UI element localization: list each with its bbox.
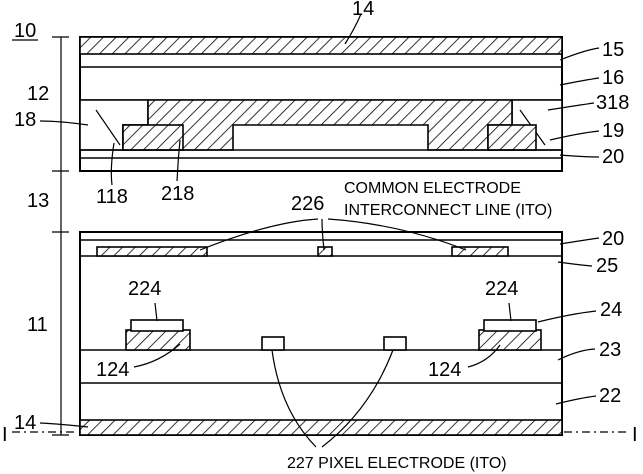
gate-124-left xyxy=(126,330,190,350)
ref-10-label: 10 xyxy=(14,20,36,42)
label-20-top: 20 xyxy=(602,146,624,168)
label-118: 118 xyxy=(96,186,128,208)
label-22: 22 xyxy=(599,385,621,407)
pixel-electrode-227-a xyxy=(262,337,284,350)
label-20-mid: 20 xyxy=(602,228,624,250)
gate-124-right xyxy=(479,330,541,350)
common-electrode-226-b xyxy=(318,247,332,256)
label-124-left: 124 xyxy=(96,359,129,381)
common-electrode-label-line2: INTERCONNECT LINE (ITO) xyxy=(344,202,552,219)
pixel-electrode-227-b xyxy=(384,337,406,350)
label-224-right: 224 xyxy=(485,278,518,300)
label-19: 19 xyxy=(602,120,624,142)
label-25: 25 xyxy=(596,255,618,277)
section-mark-left: I xyxy=(2,424,8,446)
label-15: 15 xyxy=(602,39,624,61)
label-16: 16 xyxy=(602,67,624,89)
layer-19-right-block xyxy=(488,125,536,150)
label-18: 18 xyxy=(14,109,36,131)
layer-218-left-block xyxy=(123,125,183,150)
top-substrate xyxy=(80,37,562,171)
label-318: 318 xyxy=(596,92,629,114)
label-226: 226 xyxy=(291,193,324,215)
pixel-electrode-label: 227 PIXEL ELECTRODE (ITO) xyxy=(287,455,507,472)
layer-224-left xyxy=(131,320,183,331)
ref-11-label: 11 xyxy=(27,314,48,336)
label-24: 24 xyxy=(600,299,622,321)
label-124-right: 124 xyxy=(428,359,461,381)
bottom-substrate xyxy=(80,232,562,435)
layer-224-right xyxy=(484,320,536,331)
ref-13-label: 13 xyxy=(27,190,49,212)
common-electrode-226-a xyxy=(97,247,207,256)
bottom-polarizer-layer-14 xyxy=(80,420,562,435)
label-224-left: 224 xyxy=(128,278,161,300)
label-218: 218 xyxy=(161,183,194,205)
label-14-bottom: 14 xyxy=(14,412,36,434)
section-mark-right: I xyxy=(632,424,638,446)
label-14-top: 14 xyxy=(352,0,374,20)
ref-12-label: 12 xyxy=(27,83,49,105)
common-electrode-label-line1: COMMON ELECTRODE xyxy=(344,180,521,197)
top-polarizer-layer-14 xyxy=(80,37,562,54)
label-23: 23 xyxy=(599,339,621,361)
